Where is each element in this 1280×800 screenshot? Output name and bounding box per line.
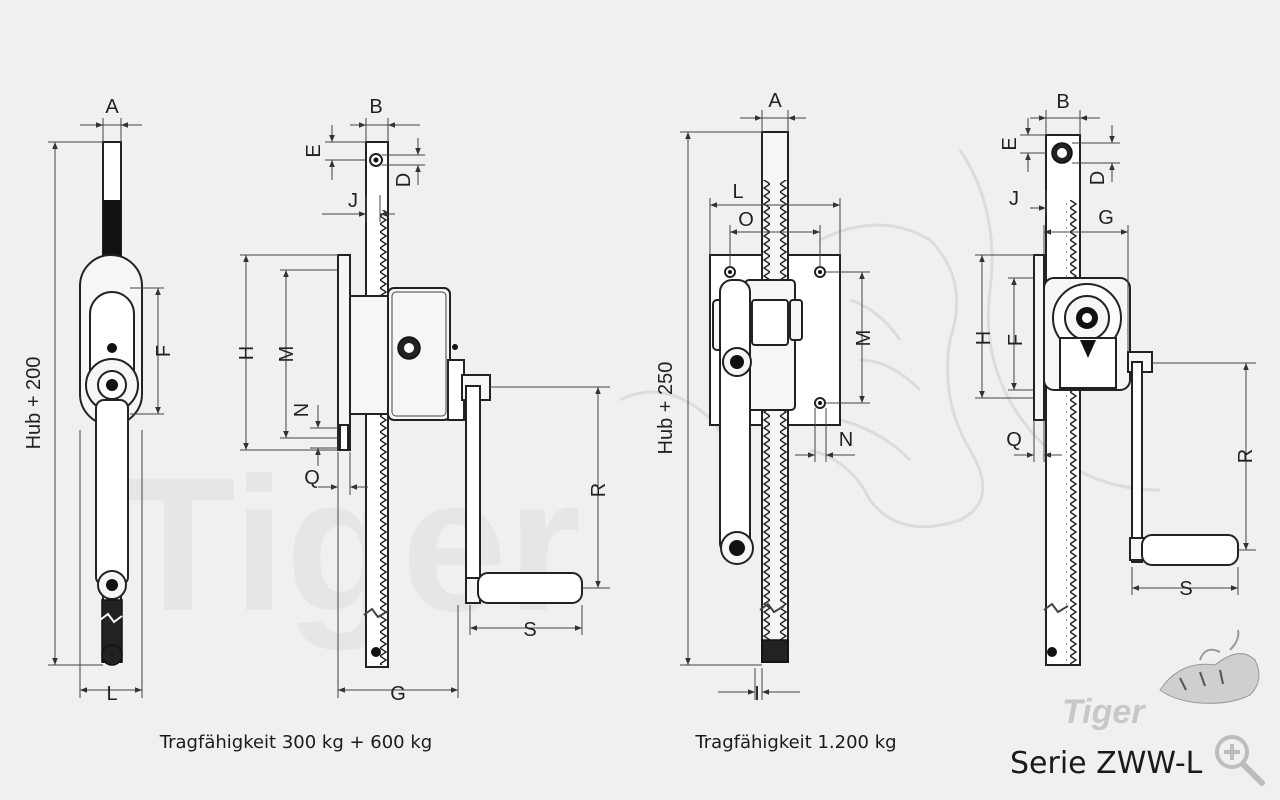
dim-hub-label: Hub + 250	[655, 362, 677, 455]
caption-capacity-300-600: Tragfähigkeit 300 kg + 600 kg	[159, 732, 432, 753]
dim-l-label: L	[732, 181, 743, 203]
crank-arm	[465, 385, 481, 602]
dim-q-label: Q	[304, 467, 320, 489]
dim-g-label: G	[390, 683, 406, 705]
watermark-text: Tiger	[120, 439, 581, 651]
dim-s-label: S	[1179, 578, 1192, 600]
dim-m-label: M	[276, 346, 298, 363]
tiger-logo-icon	[1159, 629, 1260, 704]
dim-f-label: F	[1005, 334, 1027, 346]
crank-handle	[1141, 534, 1239, 566]
dim-f-label: F	[153, 345, 175, 357]
watermark: Tiger	[120, 149, 1161, 651]
crank-handle	[477, 572, 583, 604]
dim-s-label: S	[523, 619, 536, 641]
view-4: B E D J G H F Q R	[973, 91, 1257, 666]
dim-j-label: J	[348, 190, 358, 212]
dim-n-label: N	[839, 429, 853, 451]
series-title: Serie ZWW-L	[1010, 746, 1203, 781]
dim-r-label: R	[588, 483, 610, 497]
dim-i-label: I	[754, 683, 760, 705]
crank-arm	[719, 279, 751, 556]
crank-arm	[1131, 361, 1143, 563]
dim-m-label: M	[853, 330, 875, 347]
rack-dark-section	[103, 200, 121, 260]
brand-logo-text: Tiger	[1062, 693, 1146, 731]
mounting-plate	[337, 254, 351, 451]
crank-arm	[95, 399, 129, 586]
dim-b-label: B	[369, 96, 382, 118]
view-1: A Hub + 200 F L	[23, 96, 175, 705]
dim-a-label: A	[768, 90, 782, 112]
dim-d-label: D	[1087, 171, 1109, 185]
mounting-plate	[1033, 254, 1045, 421]
dim-e-label: E	[303, 144, 325, 157]
view-2: B E D J H M N Q	[236, 96, 610, 705]
dim-e-label: E	[999, 137, 1021, 150]
dim-d-label: D	[393, 173, 415, 187]
gear-housing	[349, 295, 393, 415]
tiger-watermark-graphic	[619, 149, 1161, 529]
dim-h-label: H	[973, 331, 995, 345]
dim-q-label: Q	[1006, 429, 1022, 451]
dim-a-label: A	[105, 96, 119, 118]
caption-capacity-1200: Tragfähigkeit 1.200 kg	[694, 732, 896, 753]
zoom-plus-icon[interactable]	[1215, 735, 1265, 786]
dim-l-label: L	[106, 683, 117, 705]
dim-b-label: B	[1056, 91, 1069, 113]
view-3: A Hub + 250 L O M N I	[655, 90, 875, 705]
dim-o-label: O	[738, 209, 754, 231]
dim-r-label: R	[1235, 449, 1257, 463]
dim-g-label: G	[1098, 207, 1114, 229]
dim-h-label: H	[236, 346, 258, 360]
dim-j-label: J	[1009, 188, 1019, 210]
dim-n-label: N	[291, 403, 313, 417]
dim-hub-label: Hub + 200	[23, 357, 45, 450]
